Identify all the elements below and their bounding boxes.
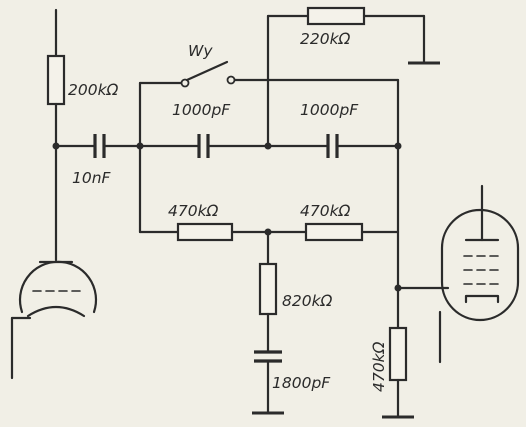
switch-contact-left <box>180 78 190 88</box>
resistor-470k-grid <box>388 326 408 382</box>
label-1000pf-1: 1000pF <box>172 101 231 119</box>
resistor-200k <box>46 54 66 106</box>
resistor-470k-1 <box>176 222 234 242</box>
label-470k-1: 470kΩ <box>168 202 219 220</box>
switch-contact-right <box>226 75 236 85</box>
label-switch-wy: Wy <box>188 42 213 60</box>
label-1000pf-2: 1000pF <box>300 101 359 119</box>
tube-left-envelope <box>18 260 98 314</box>
resistor-820k <box>258 262 278 316</box>
switch-wy-lever <box>185 60 229 82</box>
label-200k: 200kΩ <box>68 81 119 99</box>
tube-right-envelope <box>440 208 520 322</box>
tube-right-cathode <box>464 294 500 304</box>
resistor-470k-2 <box>304 222 364 242</box>
label-1800pf: 1800pF <box>272 374 331 392</box>
label-820k: 820kΩ <box>282 292 333 310</box>
tube-left-cathode <box>26 305 86 318</box>
resistor-220k <box>306 6 366 26</box>
label-470k-grid: 470kΩ <box>370 341 388 392</box>
label-220k: 220kΩ <box>300 30 351 48</box>
label-10nf: 10nF <box>72 169 112 187</box>
label-470k-2: 470kΩ <box>300 202 351 220</box>
